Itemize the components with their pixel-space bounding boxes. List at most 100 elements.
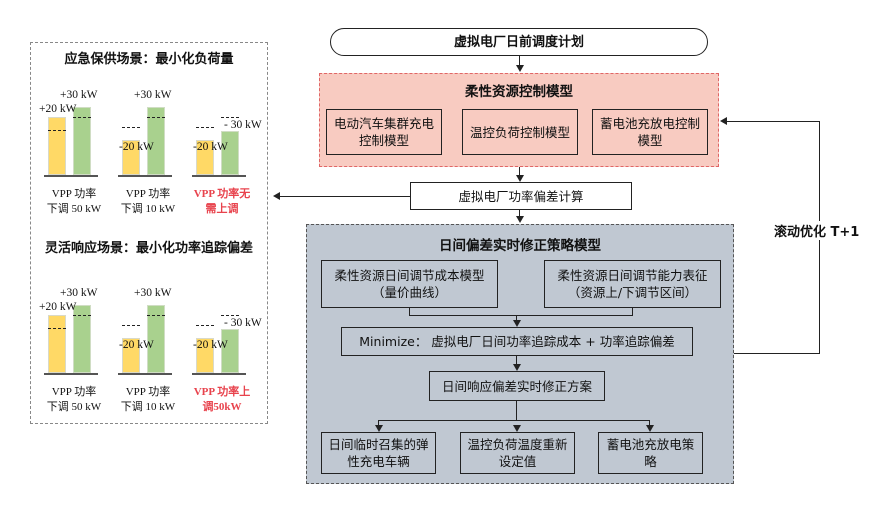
caption-line: 下调 10 kW	[120, 203, 176, 215]
connector	[409, 315, 633, 317]
arrow-down-icon	[646, 425, 654, 432]
yellow-value-label: +20 kW	[39, 301, 77, 313]
reference-dash	[196, 127, 214, 128]
bar-group-caption: VPP 功率上调50kW	[182, 385, 262, 415]
green-bar	[147, 107, 165, 175]
caption-line: 下调 50 kW	[46, 203, 102, 215]
reference-dash	[122, 325, 140, 326]
start-terminal-label: 虚拟电厂日前调度计划	[453, 34, 584, 50]
bar-group-caption: VPP 功率下调 50 kW	[34, 385, 114, 415]
arrow-down-icon	[513, 364, 521, 371]
green-value-label: +30 kW	[60, 89, 98, 101]
reference-dash	[73, 117, 91, 118]
arrow-down-icon	[516, 216, 524, 223]
bar-group-caption: VPP 功率下调 50 kW	[34, 187, 114, 217]
reference-dash	[221, 117, 239, 118]
arrow-down-icon	[516, 175, 524, 182]
bar-group-caption: VPP 功率下调 10 kW	[108, 187, 188, 217]
yellow-value-label: -20 kW	[193, 141, 228, 153]
green-bar	[73, 305, 91, 373]
bar-group-caption: VPP 功率无需上调	[182, 187, 262, 217]
yellow-bar	[196, 140, 214, 175]
connector	[516, 401, 518, 421]
green-bar	[147, 305, 165, 373]
objective-label: Minimize： 虚拟电厂日间功率追踪成本 + 功率追踪偏差	[359, 334, 675, 349]
connector	[519, 56, 521, 66]
rolling-optimization-label: 滚动优化 T+1	[774, 221, 860, 240]
reference-dash	[221, 315, 239, 316]
thermal-load-model: 温控负荷控制模型	[462, 109, 578, 155]
capability-label: 柔性资源日间调节能力表征	[557, 268, 708, 283]
yellow-bar	[48, 315, 66, 373]
caption-line: 下调 50 kW	[46, 401, 102, 413]
correction-title: 日间偏差实时修正策略模型	[439, 238, 601, 254]
green-value-label: - 30 kW	[224, 317, 262, 329]
deviation-calc-box: 虚拟电厂功率偏差计算	[410, 182, 632, 210]
capability-sublabel: （资源上/下调节区间）	[567, 285, 698, 300]
yellow-bar	[196, 338, 214, 373]
battery-control-model: 蓄电池充放电控制模型	[592, 109, 708, 155]
yellow-value-label: -20 kW	[119, 339, 154, 351]
arrow-left-icon	[273, 192, 280, 200]
green-bar	[221, 329, 239, 373]
reference-dash	[147, 315, 165, 316]
yellow-bar	[122, 338, 140, 373]
cost-model-box: 柔性资源日间调节成本模型 （量价曲线）	[321, 260, 498, 308]
thermal-load-model-label: 温控负荷控制模型	[469, 124, 570, 140]
connector	[378, 420, 650, 422]
rolling-loop-connector	[726, 121, 820, 123]
caption-line: 需上调	[205, 203, 239, 215]
connector	[516, 356, 518, 365]
yellow-bar	[48, 117, 66, 175]
yellow-value-label: +20 kW	[39, 103, 77, 115]
reference-dash	[48, 328, 66, 329]
battery-control-model-label: 蓄电池充放电控制模型	[599, 116, 700, 148]
deviation-to-scenario-connector	[280, 196, 410, 198]
start-terminal: 虚拟电厂日前调度计划	[330, 28, 708, 56]
connector	[378, 420, 380, 426]
scenario2-title: 灵活响应场景：最小化功率追踪偏差	[44, 241, 253, 256]
objective-box: Minimize： 虚拟电厂日间功率追踪成本 + 功率追踪偏差	[341, 327, 693, 356]
caption-line: VPP 功率	[125, 386, 171, 398]
green-bar	[221, 131, 239, 175]
caption-line: VPP 功率	[125, 188, 171, 200]
green-value-label: +30 kW	[134, 287, 172, 299]
thermal-output-label: 温控负荷温度重新设定值	[467, 437, 568, 469]
caption-line: VPP 功率无	[193, 188, 251, 200]
caption-line: 调50kW	[202, 401, 242, 413]
yellow-value-label: -20 kW	[119, 141, 154, 153]
correction-plan-box: 日间响应偏差实时修正方案	[429, 371, 605, 401]
bar-group-caption: VPP 功率下调 10 kW	[108, 385, 188, 415]
cost-model-sublabel: （量价曲线）	[371, 285, 447, 300]
scenario-panel	[30, 42, 268, 424]
scenario1-title: 应急保供场景：最小化负荷量	[64, 52, 234, 67]
green-value-label: +30 kW	[60, 287, 98, 299]
battery-output-label: 蓄电池充放电策略	[606, 437, 695, 469]
green-value-label: +30 kW	[134, 89, 172, 101]
flex-resource-title: 柔性资源控制模型	[465, 84, 573, 100]
ev-output-label: 日间临时召集的弹性充电车辆	[328, 437, 429, 469]
connector	[516, 315, 518, 321]
caption-line: 下调 10 kW	[120, 401, 176, 413]
cost-model-label: 柔性资源日间调节成本模型	[334, 268, 485, 283]
baseline	[192, 373, 246, 375]
baseline	[44, 373, 98, 375]
connector	[409, 308, 411, 316]
ev-output-box: 日间临时召集的弹性充电车辆	[321, 432, 436, 474]
capability-box: 柔性资源日间调节能力表征 （资源上/下调节区间）	[544, 260, 721, 308]
baseline	[44, 175, 98, 177]
arrow-down-icon	[375, 425, 383, 432]
battery-output-box: 蓄电池充放电策略	[598, 432, 703, 474]
deviation-calc-label: 虚拟电厂功率偏差计算	[458, 188, 584, 204]
arrow-down-icon	[516, 65, 524, 72]
caption-line: VPP 功率	[51, 386, 97, 398]
caption-line: VPP 功率	[51, 188, 97, 200]
correction-plan-label: 日间响应偏差实时修正方案	[441, 378, 592, 394]
connector	[632, 308, 634, 316]
caption-line: VPP 功率上	[193, 386, 251, 398]
reference-dash	[147, 117, 165, 118]
baseline	[118, 175, 172, 177]
green-bar	[73, 107, 91, 175]
connector	[649, 420, 651, 426]
thermal-output-box: 温控负荷温度重新设定值	[460, 432, 575, 474]
